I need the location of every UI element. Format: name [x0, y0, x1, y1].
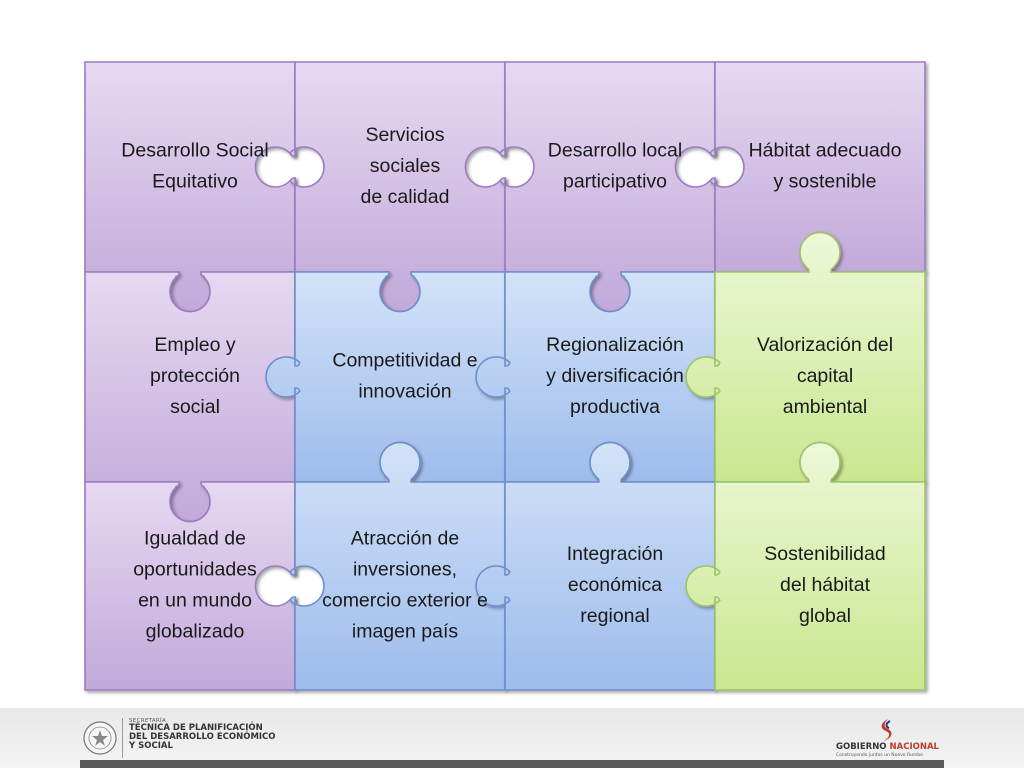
piece-label-line: de calidad [361, 186, 450, 208]
piece-label-line: Equitativo [152, 171, 238, 193]
piece-label-servicios-sociales: Servicios sociales de calidad [361, 124, 450, 208]
piece-label-line: productiva [570, 396, 660, 418]
piece-label-line: Servicios [365, 124, 444, 146]
gobierno-word: GOBIERNO [836, 742, 887, 752]
footer-bar [80, 760, 944, 768]
piece-label-line: Valorización del [757, 334, 893, 356]
piece-label-line: Integración [567, 543, 663, 565]
piece-label-line: Desarrollo Social [121, 140, 268, 162]
footer: SECRETARÍA TÉCNICA DE PLANIFICACIÓN DEL … [0, 708, 1024, 768]
piece-label-line: imagen país [352, 621, 458, 643]
piece-label-integracion-economica: Integración económica regional [567, 543, 663, 627]
piece-label-line: global [799, 605, 851, 627]
nacional-word: NACIONAL [890, 742, 939, 752]
gobierno-title: GOBIERNO NACIONAL [836, 742, 939, 752]
piece-label-line: inversiones, [353, 559, 457, 581]
piece-label-line: protección [150, 365, 240, 387]
secretaria-logo: SECRETARÍA TÉCNICA DE PLANIFICACIÓN DEL … [122, 718, 276, 758]
piece-label-line: social [170, 396, 220, 418]
piece-label-line: globalizado [146, 621, 245, 643]
piece-label-line: ambiental [783, 396, 868, 418]
gobierno-nacional-logo: GOBIERNO NACIONAL Construyendo juntos un… [836, 718, 946, 758]
paraguay-seal-icon [82, 720, 118, 756]
piece-label-line: Empleo y [154, 334, 236, 356]
piece-label-line: Atracción de [351, 528, 459, 550]
piece-label-line: participativo [563, 171, 667, 193]
gobierno-emblem-icon [876, 718, 896, 742]
piece-label-line: regional [580, 605, 649, 627]
gobierno-slogan: Construyendo juntos un Nuevo Rumbo [836, 753, 923, 758]
piece-label-line: y diversificación [546, 365, 684, 387]
piece-label-line: Igualdad de [144, 528, 246, 550]
piece-label-line: Hábitat adecuado [749, 140, 902, 162]
piece-label-line: sociales [370, 155, 441, 177]
piece-label-line: del hábitat [780, 574, 871, 596]
piece-label-line: económica [568, 574, 662, 596]
piece-label-line: oportunidades [133, 559, 257, 581]
piece-label-line: Sostenibilidad [764, 543, 885, 565]
piece-label-line: innovación [358, 381, 451, 403]
piece-label-line: Desarrollo local [548, 140, 682, 162]
secretaria-name: TÉCNICA DE PLANIFICACIÓN DEL DESARROLLO … [129, 724, 276, 751]
piece-label-line: Regionalización [546, 334, 684, 356]
piece-label-line: comercio exterior e [322, 590, 488, 612]
piece-label-line: capital [797, 365, 853, 387]
piece-label-line: en un mundo [138, 590, 252, 612]
piece-label-line: Competitividad e [332, 350, 477, 372]
piece-label-line: y sostenible [774, 171, 877, 193]
